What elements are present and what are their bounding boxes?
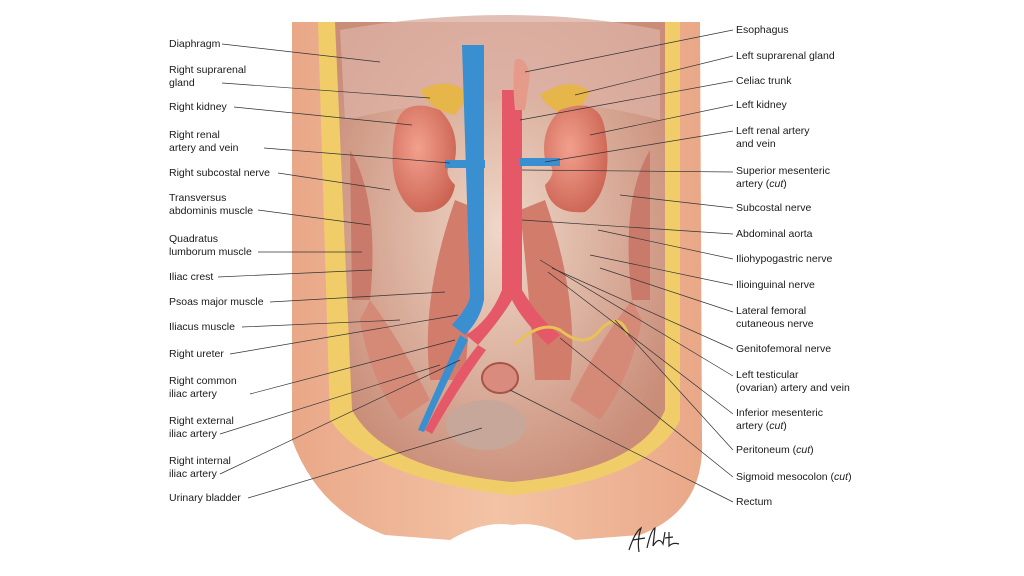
sigmoid-mesocolon-line [513,319,630,347]
leader-lines-right [509,29,734,503]
label-right-external-iliac: Right external iliac artery [169,415,234,440]
left-flank-muscle [350,150,373,300]
leader-lines-left [217,43,483,499]
label-lateral-femoral-cutaneous: Lateral femoral cutaneous nerve [736,305,814,330]
label-right-ureter: Right ureter [169,348,224,360]
label-left-testicular: Left testicular (ovarian) artery and vei… [736,369,850,394]
label-ilioinguinal-nerve: Ilioinguinal nerve [736,279,815,291]
label-esophagus: Esophagus [736,24,789,36]
right-renal-vessels [445,160,485,168]
label-transversus-abdominis: Transversus abdominis muscle [169,192,254,217]
iliacus-right [360,300,430,420]
label-right-kidney: Right kidney [169,101,227,113]
label-inferior-mesenteric: Inferior mesenteric artery (cut) [736,407,823,432]
right-iliac-artery [425,345,486,434]
label-subcostal-nerve: Subcostal nerve [736,202,812,214]
label-iliohypogastric-nerve: Iliohypogastric nerve [736,253,833,265]
bladder-shape [446,400,526,450]
right-adrenal [420,83,470,115]
left-kidney-shape [544,105,608,213]
aorta-shape [466,90,560,345]
right-kidney-shape [392,105,456,213]
inferior-vena-cava [452,45,484,335]
label-superior-mesenteric: Superior mesenteric artery (cut) [736,165,830,190]
label-rectum: Rectum [736,496,773,508]
label-left-suprarenal-gland: Left suprarenal gland [736,50,835,62]
label-peritoneum: Peritoneum (cut) [736,444,814,456]
left-renal-vessels [520,158,560,166]
rectum-shape [481,362,519,394]
label-abdominal-aorta: Abdominal aorta [736,228,813,240]
label-right-renal-artery-vein: Right renal artery and vein [169,129,239,154]
label-celiac-trunk: Celiac trunk [736,75,792,87]
label-right-suprarenal-gland: Right suprarenal gland [169,64,247,89]
label-right-internal-iliac: Right internal iliac artery [169,455,231,480]
label-right-subcostal-nerve: Right subcostal nerve [169,167,270,179]
right-iliac-vein [418,335,468,432]
label-urinary-bladder: Urinary bladder [169,492,241,504]
right-flank-muscle [628,150,650,300]
label-left-kidney: Left kidney [736,99,787,111]
label-genitofemoral-nerve: Genitofemoral nerve [736,343,832,355]
label-iliac-crest: Iliac crest [169,271,214,283]
label-quadratus-lumborum: Quadratus lumborum muscle [169,233,252,258]
label-left-renal-artery-vein: Left renal artery and vein [736,125,810,150]
label-diaphragm: Diaphragm [169,38,221,50]
label-iliacus: Iliacus muscle [169,321,235,333]
artist-signature [628,526,680,553]
label-right-common-iliac: Right common iliac artery [169,375,237,400]
label-psoas-major: Psoas major muscle [169,296,264,308]
label-sigmoid-mesocolon: Sigmoid mesocolon (cut) [736,471,852,483]
